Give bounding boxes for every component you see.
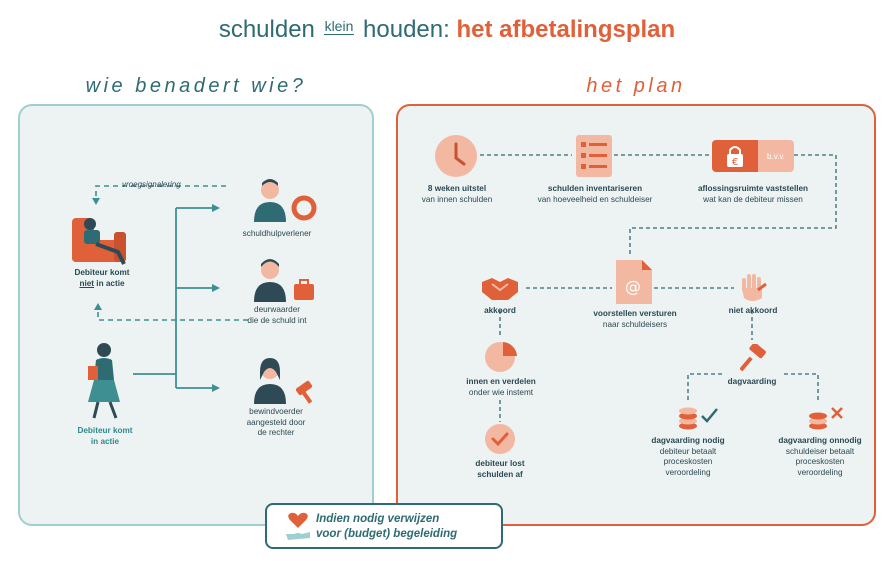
right-panel xyxy=(396,104,876,526)
bvv-badge: b.v.v. xyxy=(758,140,794,172)
step1-title: 8 weken uitstel xyxy=(427,184,487,193)
vroegsignalering-arrowhead xyxy=(92,198,100,205)
flow-step3-voorstellen xyxy=(629,154,837,256)
step2-sub: van hoeveelheid en schuldeiser xyxy=(537,194,653,204)
deurwaarder-icon xyxy=(254,259,314,302)
voorstellen-label: voorstellen versturen naar schuldeisers xyxy=(576,309,694,330)
onnodig-line2: proceskosten xyxy=(795,457,845,466)
niet-akkoord-label: niet akkoord xyxy=(728,306,778,315)
deurwaarder-return-line xyxy=(97,308,248,321)
bewindvoerder-line3: de rechter xyxy=(257,428,295,437)
left-panel xyxy=(18,104,374,526)
lost-label: debiteur lost schulden af xyxy=(460,459,540,480)
debiteur-actie-line2: in actie xyxy=(90,436,120,446)
innen-sub: onder wie instemt xyxy=(468,387,534,397)
voorstellen-sub: naar schuldeisers xyxy=(602,319,668,329)
onnodig-title: dagvaarding onnodig xyxy=(778,436,862,445)
bewindvoerder-line2: aangesteld door xyxy=(246,417,306,427)
step3-title: aflossingsruimte vaststellen xyxy=(697,184,809,193)
deurwaarder-line1: deurwaarder xyxy=(254,305,300,314)
dagvaarding-label: dagvaarding xyxy=(727,377,777,386)
vroegsignalering-line xyxy=(95,185,226,200)
gavel-icon xyxy=(740,344,766,372)
nodig-line1: debiteur betaalt xyxy=(659,446,717,456)
step2-label: schulden inventariseren van hoeveelheid … xyxy=(530,184,660,205)
bewindvoerder-icon xyxy=(254,358,313,404)
checklist-icon xyxy=(576,135,612,177)
stop-hand-icon xyxy=(742,274,767,301)
lock-badge: € b.v.v. xyxy=(712,140,794,172)
schuldhulpverlener-label: schuldhulpverlener xyxy=(242,229,312,238)
onnodig-line1: schuldeiser betaalt xyxy=(785,446,855,456)
check-circle-icon xyxy=(485,424,515,454)
step1-label: 8 weken uitstel van innen schulden xyxy=(404,184,510,205)
nodig-line3: veroordeling xyxy=(665,467,711,477)
page-title: schulden klein houden: het afbetalingspl… xyxy=(0,16,894,44)
return-arrowhead xyxy=(94,303,102,310)
walking-woman-icon xyxy=(88,343,120,419)
debiteur-niet-line1: Debiteur komt xyxy=(74,268,130,277)
vroegsignalering-label: vroegsignalering xyxy=(122,180,181,189)
innen-label: innen en verdelen onder wie instemt xyxy=(444,377,558,398)
pie-chart-icon xyxy=(485,342,517,372)
right-panel-heading: het plan xyxy=(586,75,686,97)
onnodig-line3: veroordeling xyxy=(797,467,843,477)
onnodig-label: dagvaarding onnodig schuldeiser betaalt … xyxy=(764,436,876,478)
debiteur-actie-label: Debiteur komt in actie xyxy=(66,426,144,447)
armchair-person-icon xyxy=(72,218,126,265)
coins-check-icon xyxy=(679,407,718,430)
innen-title: innen en verdelen xyxy=(466,377,536,386)
heart-hand-icon xyxy=(286,512,310,540)
svg-text:@: @ xyxy=(625,277,641,296)
akkoord-label: akkoord xyxy=(484,306,516,315)
bottom-referral-box xyxy=(265,503,503,549)
nodig-line2: proceskosten xyxy=(663,457,713,466)
bewindvoerder-line1: bewindvoerder xyxy=(249,407,303,416)
voorstellen-title: voorstellen versturen xyxy=(593,309,677,318)
step3-label: aflossingsruimte vaststellen wat kan de … xyxy=(688,184,818,205)
email-document-icon: @ xyxy=(616,260,652,304)
handshake-icon xyxy=(482,278,518,300)
euro-lock-icon: € xyxy=(712,140,758,172)
debiteur-actie-line1: Debiteur komt xyxy=(77,426,133,435)
nodig-title: dagvaarding nodig xyxy=(651,436,725,445)
title-part-klein: klein xyxy=(323,18,355,35)
title-part-afbetalingsplan: het afbetalingsplan xyxy=(456,16,676,43)
coins-cross-icon xyxy=(809,407,843,430)
left-panel-heading: wie benadert wie? xyxy=(85,75,307,97)
deurwaarder-label: deurwaarder die de schuld int xyxy=(232,305,322,326)
schuldhulpverlener-icon xyxy=(254,179,317,222)
debiteur-niet-label: Debiteur komt niet in actie xyxy=(62,268,142,289)
flow-dag-nodig xyxy=(687,373,722,400)
bottom-line2: voor (budget) begeleiding xyxy=(316,528,458,540)
step2-title: schulden inventariseren xyxy=(547,184,643,193)
svg-text:€: € xyxy=(732,157,738,168)
nodig-label: dagvaarding nodig debiteur betaalt proce… xyxy=(636,436,740,478)
lost-line2: schulden af xyxy=(477,469,523,479)
debiteur-niet-bold: niet xyxy=(79,278,95,288)
lost-line1: debiteur lost xyxy=(475,459,525,468)
debiteur-niet-line2: in actie xyxy=(94,278,125,288)
bottom-line1: Indien nodig verwijzen xyxy=(316,513,440,525)
title-part-schulden: schulden xyxy=(218,16,315,43)
step1-sub: van innen schulden xyxy=(421,194,493,204)
step3-sub: wat kan de debiteur missen xyxy=(703,194,803,204)
flow-dag-onnodig xyxy=(784,373,819,400)
clock-icon xyxy=(435,135,477,177)
title-part-houden: houden: xyxy=(363,16,450,43)
bewindvoerder-label: bewindvoerder aangesteld door de rechter xyxy=(236,407,316,439)
bottom-referral-text: Indien nodig verwijzen voor (budget) beg… xyxy=(316,512,457,542)
deurwaarder-line2: die de schuld int xyxy=(247,315,307,325)
